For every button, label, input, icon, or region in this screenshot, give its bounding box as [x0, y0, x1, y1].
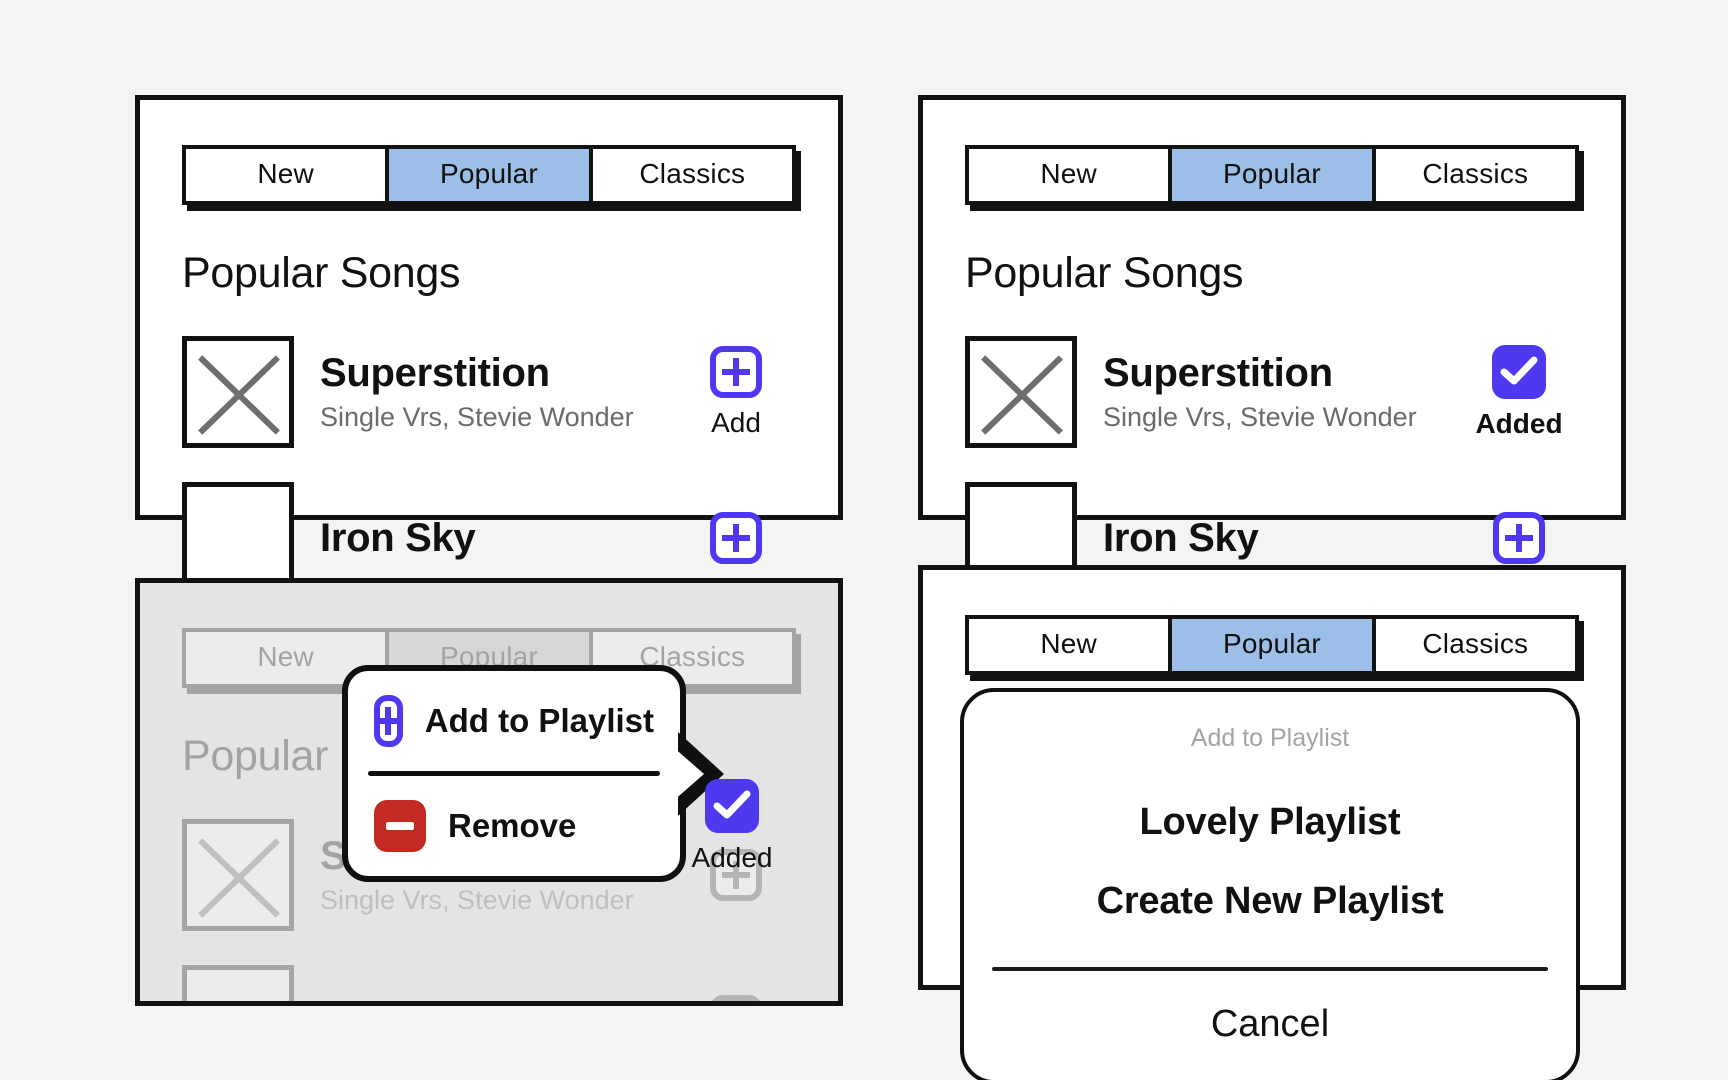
- menu-item-add-to-playlist[interactable]: Add to Playlist: [348, 671, 680, 771]
- add-button[interactable]: [1459, 512, 1579, 564]
- page-title: Popular Songs: [965, 249, 1244, 297]
- song-meta: Iron Sky: [294, 516, 676, 561]
- add-button[interactable]: [676, 512, 796, 564]
- song-title: Iron Sky: [320, 999, 676, 1001]
- song-title: Superstition: [320, 350, 550, 395]
- song-row-iron-sky[interactable]: Iron Sky: [182, 482, 796, 594]
- add-button: [676, 995, 796, 1001]
- menu-item-remove[interactable]: Remove: [348, 776, 680, 876]
- song-title: Superstition: [1103, 350, 1333, 395]
- song-thumbnail-placeholder-icon: [182, 819, 294, 931]
- segmented-control: New Popular Classics: [965, 615, 1579, 675]
- tab-popular[interactable]: Popular: [389, 149, 593, 201]
- add-button-label: Add: [711, 406, 761, 438]
- cancel-button[interactable]: Cancel: [1210, 1003, 1330, 1045]
- added-button[interactable]: Added: [1459, 344, 1579, 440]
- song-subtitle: Single Vrs, Stevie Wonder: [320, 402, 634, 433]
- plus-square-icon: [1493, 512, 1545, 564]
- plus-square-icon: [374, 695, 403, 747]
- song-meta: Iron Sky: [294, 999, 676, 1001]
- add-button[interactable]: Add: [676, 345, 796, 439]
- action-sheet-title: Add to Playlist: [1190, 724, 1350, 752]
- add-button: [676, 849, 796, 901]
- tab-new[interactable]: New: [186, 149, 390, 201]
- screen-popular-songs-added: New Popular Classics Popular Songs Super…: [918, 95, 1626, 594]
- row-spacer: [182, 448, 796, 482]
- tab-popular[interactable]: Popular: [1172, 619, 1376, 671]
- plus-square-icon: [710, 995, 762, 1001]
- song-meta: Superstition Single Vrs, Stevie Wonder: [1077, 351, 1459, 434]
- added-button-label: Added: [1475, 407, 1563, 439]
- song-title: Iron Sky: [320, 515, 476, 560]
- song-thumbnail-placeholder-icon: [182, 336, 294, 448]
- song-meta: Iron Sky: [1077, 516, 1459, 561]
- tab-bar: New Popular Classics: [965, 145, 1579, 205]
- tab-classics[interactable]: Classics: [1375, 619, 1575, 671]
- song-thumbnail-blank-icon: [182, 482, 294, 594]
- row-spacer: [965, 448, 1579, 482]
- song-title: Iron Sky: [1103, 515, 1259, 560]
- segmented-control: New Popular Classics: [182, 145, 796, 205]
- song-row-superstition[interactable]: Superstition Single Vrs, Stevie Wonder A…: [965, 336, 1579, 448]
- menu-divider: [368, 771, 660, 776]
- menu-item-label: Remove: [448, 807, 577, 844]
- action-sheet-option-create-new-playlist[interactable]: Create New Playlist: [1096, 880, 1444, 922]
- check-square-icon: [1492, 344, 1546, 399]
- tab-bar: New Popular Classics: [965, 615, 1579, 675]
- tab-bar: New Popular Classics: [182, 145, 796, 205]
- add-to-playlist-action-sheet: Add to Playlist Lovely Playlist Create N…: [960, 688, 1580, 1080]
- context-menu-popover: Add to Playlist Remove: [342, 665, 724, 882]
- minus-square-icon: [374, 800, 426, 852]
- tab-classics[interactable]: Classics: [592, 149, 792, 201]
- action-sheet-option-lovely-playlist[interactable]: Lovely Playlist: [1139, 801, 1401, 843]
- song-row-superstition[interactable]: Superstition Single Vrs, Stevie Wonder A…: [182, 336, 796, 448]
- added-button-label: Added: [691, 842, 773, 873]
- segmented-control: New Popular Classics: [965, 145, 1579, 205]
- song-subtitle: Single Vrs, Stevie Wonder: [1103, 402, 1417, 433]
- page-title: Popular Songs: [182, 249, 461, 297]
- action-sheet-divider: [992, 967, 1548, 971]
- plus-square-icon: [710, 512, 762, 564]
- menu-item-label: Add to Playlist: [424, 702, 654, 739]
- song-subtitle: Single Vrs, Stevie Wonder: [320, 885, 634, 916]
- tab-popular[interactable]: Popular: [1172, 149, 1376, 201]
- plus-square-icon: [710, 849, 762, 901]
- screen-context-menu: New Popular Classics Popular Songs Super…: [135, 578, 843, 1006]
- song-thumbnail-blank-icon: [182, 965, 294, 1001]
- song-thumbnail-placeholder-icon: [965, 336, 1077, 448]
- plus-square-icon: [710, 345, 762, 398]
- tab-classics[interactable]: Classics: [1375, 149, 1575, 201]
- check-square-icon: [705, 779, 759, 833]
- row-spacer: [182, 931, 796, 965]
- screen-popular-songs-add: New Popular Classics Popular Songs Super…: [135, 95, 843, 594]
- added-button[interactable]: Added: [672, 779, 792, 874]
- song-row-iron-sky: Iron Sky: [182, 965, 796, 1001]
- song-meta: Superstition Single Vrs, Stevie Wonder: [294, 351, 676, 434]
- tab-new[interactable]: New: [969, 619, 1173, 671]
- tab-new[interactable]: New: [969, 149, 1173, 201]
